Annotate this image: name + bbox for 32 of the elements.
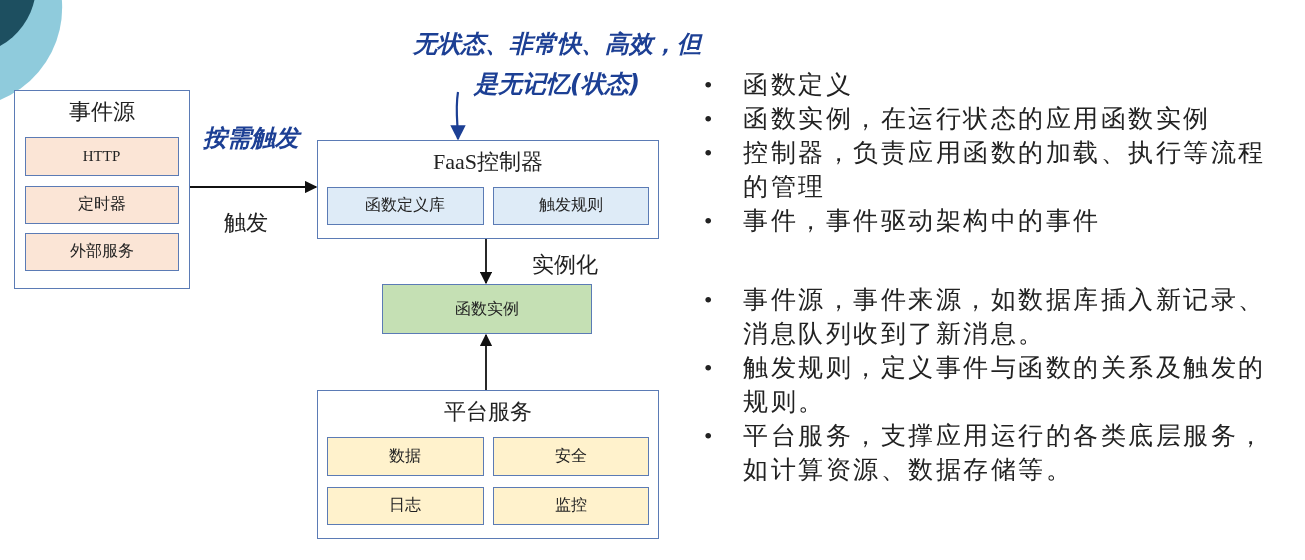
bullet-text: 函数实例，在运行状态的应用函数实例 <box>743 104 1212 134</box>
bullet-text: 事件，事件驱动架构中的事件 <box>743 206 1102 236</box>
bullet-mark: • <box>704 286 713 315</box>
bullet-mark: • <box>704 71 713 100</box>
process-box: 触发规则 <box>492 186 649 225</box>
arrow <box>479 333 493 391</box>
process-box: 定时器 <box>24 185 179 224</box>
bullet-text: 控制器，负责应用函数的加载、执行等流程的管理 <box>743 138 1267 202</box>
bullet-mark: • <box>704 422 713 451</box>
process-box: 外部服务 <box>24 232 179 271</box>
group-box: 事件源 HTTP 定时器 外部服务 <box>14 90 190 289</box>
group-box: FaaS控制器 函数定义库 触发规则 <box>317 140 659 239</box>
handwritten-note: 无状态、非常快、高效，但是无记忆(状态) <box>412 16 702 112</box>
bullet-text: 事件源，事件来源，如数据库插入新记录、消息队列收到了新消息。 <box>743 285 1267 349</box>
process-box: 函数定义库 <box>326 186 484 225</box>
process-box: HTTP <box>24 136 179 176</box>
bullet-mark: • <box>704 105 713 134</box>
bullet-mark: • <box>704 139 713 168</box>
bullet-text: 触发规则，定义事件与函数的关系及触发的规则。 <box>743 353 1267 417</box>
process-box: 监控 <box>492 486 649 525</box>
process-box: 安全 <box>492 436 649 476</box>
process-box: 日志 <box>326 486 484 525</box>
bullet-mark: • <box>704 354 713 383</box>
bullet-mark: • <box>704 207 713 236</box>
arrow <box>189 180 318 194</box>
bullet-text: 平台服务，支撑应用运行的各类底层服务，如计算资源、数据存储等。 <box>743 421 1267 485</box>
bullet-text: 函数定义 <box>743 70 854 100</box>
process-box: 函数实例 <box>382 284 592 334</box>
group-box: 平台服务 数据 安全 日志 监控 <box>317 390 659 539</box>
arrow <box>450 91 466 141</box>
arrow <box>479 238 493 285</box>
process-box: 数据 <box>326 436 484 476</box>
